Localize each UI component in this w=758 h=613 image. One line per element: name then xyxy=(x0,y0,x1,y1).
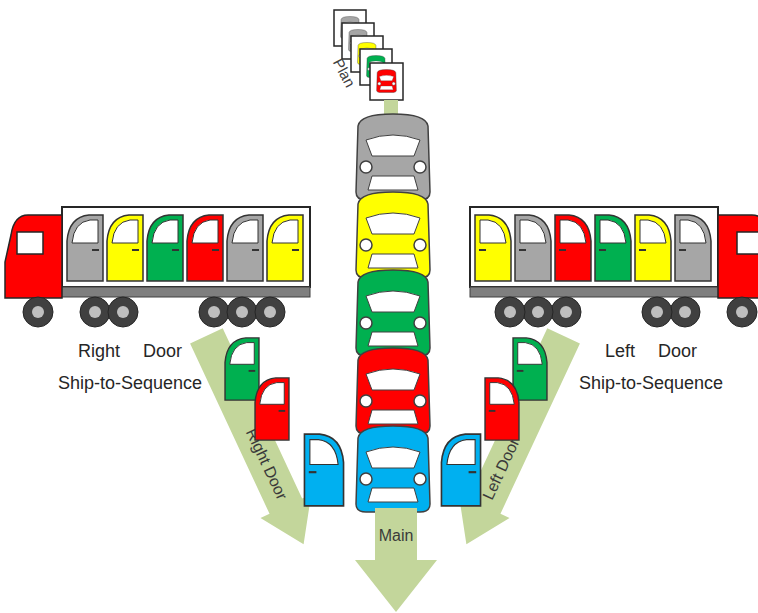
delivery-truck xyxy=(470,207,758,327)
arrow-label: Main xyxy=(355,518,437,554)
car-door xyxy=(475,215,511,281)
left-door-load xyxy=(475,215,711,281)
arrow-label: Left Door xyxy=(468,328,580,514)
arrow-fill xyxy=(181,324,329,556)
main-line-cars xyxy=(356,114,430,512)
car-door xyxy=(675,215,711,281)
truck-mirror xyxy=(470,207,758,327)
car-door xyxy=(595,215,631,281)
arrow-label: Right Door xyxy=(190,328,302,514)
incoming-door xyxy=(255,378,289,440)
flow-arrow: Main xyxy=(355,508,437,612)
car-top-view xyxy=(356,192,430,278)
delivery-truck xyxy=(5,207,310,327)
arrow-shape xyxy=(355,508,437,612)
supplier-label: Right Door Ship-to-Sequence xyxy=(55,336,205,399)
right-door-load xyxy=(67,215,303,281)
car-door xyxy=(635,215,671,281)
car-top-view xyxy=(356,270,430,356)
incoming-door xyxy=(513,338,547,400)
flow-arrow: Left Door xyxy=(441,324,589,556)
car-door xyxy=(555,215,591,281)
arrow-fill xyxy=(355,508,437,612)
car-door xyxy=(515,215,551,281)
mini-car xyxy=(377,70,397,93)
plan-card xyxy=(370,63,403,100)
mounted-door xyxy=(441,434,480,506)
car-door xyxy=(187,215,223,281)
car-top-view xyxy=(356,426,430,512)
car-top-view xyxy=(356,114,430,200)
incoming-door xyxy=(485,378,519,440)
car-door xyxy=(227,215,263,281)
mounted-door xyxy=(304,434,343,506)
car-top-view xyxy=(356,348,430,434)
car-door xyxy=(67,215,103,281)
arrow-fill xyxy=(441,324,589,556)
car-door xyxy=(107,215,143,281)
flow-arrow: Right Door xyxy=(181,324,329,556)
plan-label: Plan xyxy=(323,44,365,102)
car-door xyxy=(267,215,303,281)
supplier-label: Left Door Ship-to-Sequence xyxy=(576,336,726,399)
incoming-door xyxy=(225,338,259,400)
car-door xyxy=(147,215,183,281)
